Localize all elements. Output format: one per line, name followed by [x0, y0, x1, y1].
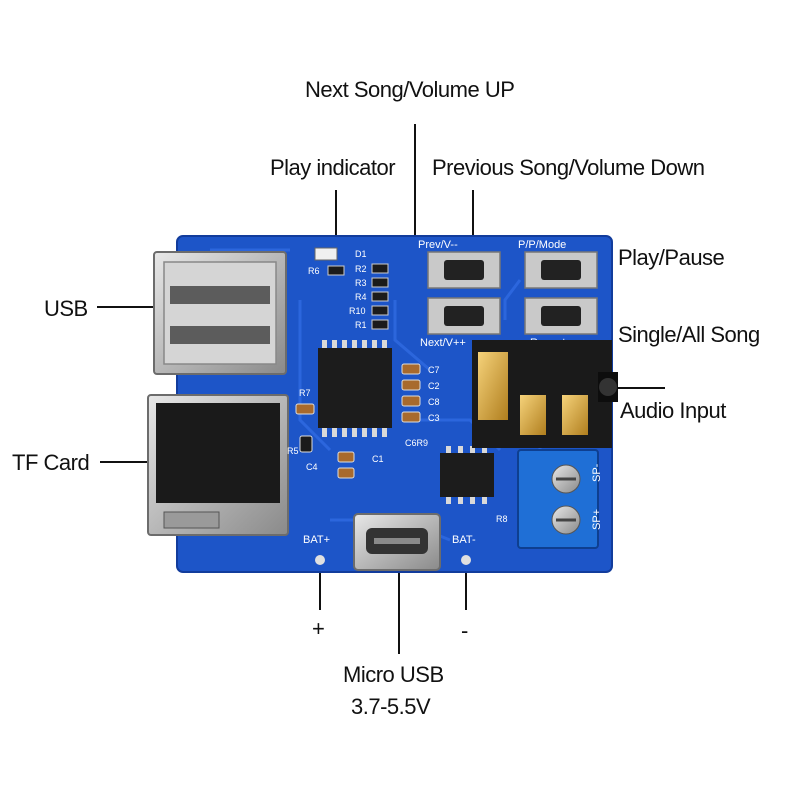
- silk-c4: C4: [306, 462, 318, 472]
- usb-a-port: [153, 251, 287, 375]
- audio-jack: [472, 340, 618, 448]
- label-single-all-song: Single/All Song: [618, 322, 760, 347]
- silk-c8: C8: [428, 397, 440, 407]
- label-tf-card: TF Card: [12, 450, 90, 475]
- silk-next: Next/V++: [420, 337, 466, 349]
- silk-c3: C3: [428, 413, 440, 423]
- silk-bat-minus: BAT-: [452, 534, 476, 546]
- label-minus: -: [461, 618, 468, 643]
- label-play-indicator: Play indicator: [270, 155, 396, 180]
- label-audio-input: Audio Input: [620, 398, 726, 423]
- silk-sp-minus: SP-: [591, 463, 603, 482]
- led-d1: [314, 247, 338, 261]
- leader-micro-usb: [398, 572, 400, 654]
- silk-c6r9: C6R9: [405, 438, 428, 448]
- silk-r3: R3: [355, 278, 367, 288]
- bat-minus-pad: [461, 555, 471, 565]
- decoder-chip: [318, 340, 392, 437]
- leader-play-indicator: [335, 190, 337, 248]
- silk-sp-plus: SP+: [591, 509, 603, 530]
- leader-bat-plus: [319, 565, 321, 610]
- label-micro-usb-voltage: 3.7-5.5V: [351, 694, 431, 719]
- leader-usb: [97, 306, 155, 308]
- amplifier-chip: [440, 446, 494, 504]
- button-repeat[interactable]: [524, 297, 598, 335]
- label-next-song: Next Song/Volume UP: [305, 77, 515, 102]
- button-prev[interactable]: [427, 251, 501, 289]
- silk-r5: R5: [287, 446, 299, 456]
- button-next[interactable]: [427, 297, 501, 335]
- silk-c7: C7: [428, 365, 440, 375]
- silk-r2: R2: [355, 264, 367, 274]
- silk-r4: R4: [355, 292, 367, 302]
- leader-bat-minus: [465, 565, 467, 610]
- speaker-terminal: [517, 449, 599, 549]
- bat-plus-pad: [315, 555, 325, 565]
- silk-r6: R6: [308, 266, 320, 276]
- silk-bat-plus: BAT+: [303, 534, 330, 546]
- leader-audio-input: [605, 387, 665, 389]
- micro-usb-port: [353, 513, 441, 571]
- label-previous-song: Previous Song/Volume Down: [432, 155, 705, 180]
- label-plus: +: [312, 616, 325, 641]
- tf-card-slot: [147, 394, 289, 536]
- silk-r10: R10: [349, 306, 366, 316]
- resistor-bank: [327, 263, 389, 330]
- silk-r7: R7: [299, 388, 311, 398]
- leader-next-song: [414, 124, 416, 314]
- silk-c1: C1: [372, 454, 384, 464]
- leader-previous-song: [472, 190, 474, 248]
- silk-r8: R8: [496, 514, 508, 524]
- capacitor-group: [295, 363, 421, 479]
- silk-pp-mode: P/P/Mode: [518, 239, 566, 251]
- button-play-pause[interactable]: [524, 251, 598, 289]
- label-usb: USB: [44, 296, 88, 321]
- silk-d1: D1: [355, 249, 367, 259]
- label-play-pause: Play/Pause: [618, 245, 725, 270]
- silk-c2: C2: [428, 381, 440, 391]
- leader-tf-card: [100, 461, 148, 463]
- label-micro-usb: Micro USB: [343, 662, 444, 687]
- silk-r1: R1: [355, 320, 367, 330]
- silk-prev: Prev/V--: [418, 239, 458, 251]
